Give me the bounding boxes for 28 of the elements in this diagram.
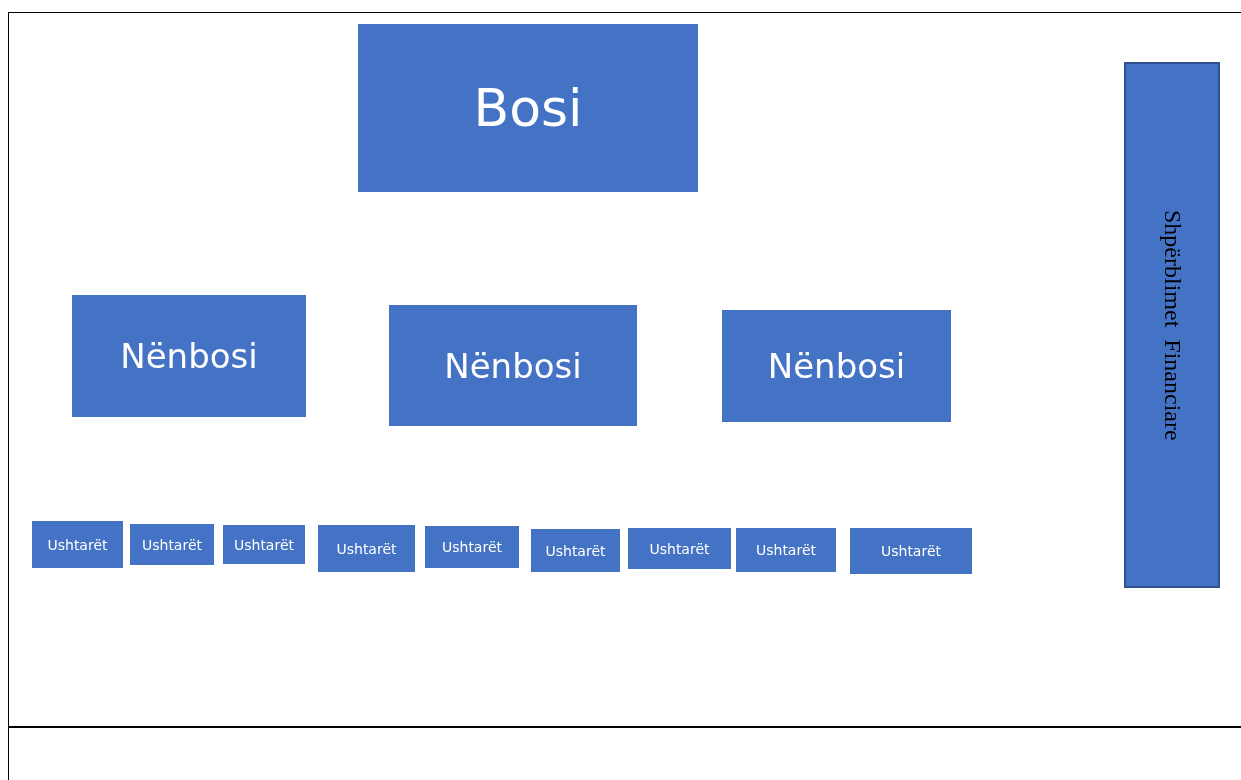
node-label: Shpërblimet Financiare xyxy=(1158,209,1186,441)
node-label: Nënbosi xyxy=(444,345,582,386)
soldier-box xyxy=(736,528,836,572)
node-label: Nënbosi xyxy=(767,346,906,386)
soldier-box xyxy=(531,529,620,572)
node-label: Ushtarët xyxy=(880,543,941,559)
node-label: Ushtarët xyxy=(545,542,606,559)
soldier-box xyxy=(318,525,415,572)
node-label: Ushtarët xyxy=(141,536,202,553)
node-label: Ushtarët xyxy=(649,540,710,557)
underboss-box xyxy=(722,310,951,422)
soldier-box xyxy=(130,524,214,565)
underboss-box xyxy=(72,295,306,417)
node-label: Ushtarët xyxy=(233,536,294,553)
soldier-box xyxy=(628,528,731,569)
node-label: Ushtarët xyxy=(441,539,502,555)
reward-bar xyxy=(1124,62,1220,588)
node-label: Ushtarët xyxy=(755,542,816,558)
soldier-box xyxy=(425,526,519,568)
node-label: Ushtarët xyxy=(47,536,108,553)
node-label: Nënbosi xyxy=(120,336,258,376)
underboss-box xyxy=(389,305,637,426)
node-label: Bosi xyxy=(473,78,583,138)
boss-box xyxy=(358,24,698,192)
node-label: Ushtarët xyxy=(336,540,397,557)
soldier-box xyxy=(32,521,123,568)
soldier-box xyxy=(223,525,305,564)
soldier-box xyxy=(850,528,972,574)
